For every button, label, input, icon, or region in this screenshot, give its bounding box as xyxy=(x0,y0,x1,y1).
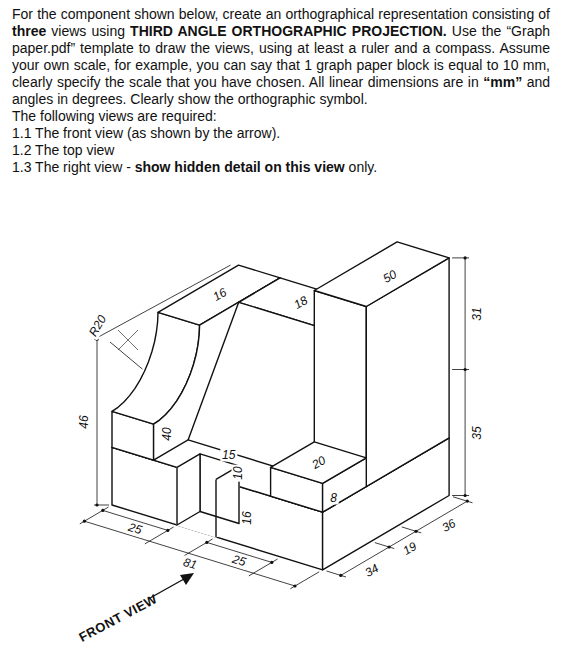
bold-text: THIRD ANGLE ORTHOGRAPHIC PROJECTION. xyxy=(130,23,447,39)
bold-text: “mm” xyxy=(483,74,522,90)
notch-cut xyxy=(177,454,200,525)
construction-line xyxy=(118,330,138,350)
dimension-tick xyxy=(270,561,273,564)
dimension-line xyxy=(465,258,466,496)
body-text: 1.1 The front view (as shown by the arro… xyxy=(12,125,280,141)
extension-line xyxy=(94,265,231,339)
view-arrowhead xyxy=(180,573,194,585)
dimension-value: 40 xyxy=(161,425,174,442)
paragraph: 1.3 The right view - show hidden detail … xyxy=(12,159,550,176)
paragraph: The following views are required: xyxy=(12,108,550,125)
body-text: views using xyxy=(51,23,125,39)
dimension-value: 34 xyxy=(361,561,383,581)
dimension-value: 35 xyxy=(471,424,484,441)
paragraph: 1.2 The top view xyxy=(12,142,550,159)
extension-line xyxy=(453,497,473,503)
body-text: only. xyxy=(349,159,378,175)
notch-edge xyxy=(215,479,216,537)
body-text: For the component shown below, create an… xyxy=(12,6,550,22)
dimension-value: 36 xyxy=(438,516,460,536)
view-label: FRONT VIEW xyxy=(75,591,161,645)
right-block xyxy=(314,242,449,307)
dimension-value: 15 xyxy=(220,448,237,461)
notch-side-face xyxy=(177,454,200,525)
dimension-tick xyxy=(83,520,86,523)
dimension-value: 10 xyxy=(231,464,244,481)
dimension-value: 25 xyxy=(125,521,145,539)
construction-line xyxy=(118,330,138,350)
dimension-value: 19 xyxy=(399,539,421,559)
bold-text: show hidden detail on this view xyxy=(135,159,345,175)
dimension-value: 16 xyxy=(241,509,254,526)
dimension-tick xyxy=(205,541,208,544)
body-text: 1.2 The top view xyxy=(12,142,114,158)
dimension-value: 81 xyxy=(179,555,199,573)
leader-line xyxy=(110,342,142,369)
dimension-value: 8 xyxy=(328,491,339,504)
extension-line xyxy=(94,505,109,506)
instruction-text: For the component shown below, create an… xyxy=(0,0,564,176)
dimension-tick xyxy=(293,584,296,587)
dimension-value: 46 xyxy=(78,414,91,431)
dimension-line xyxy=(84,521,295,586)
dimension-value: 31 xyxy=(471,305,484,322)
dimension-value: R20 xyxy=(86,311,110,340)
paragraph: 1.1 The front view (as shown by the arro… xyxy=(12,125,550,142)
dimension-tick xyxy=(101,509,104,512)
body-text: The following views are required: xyxy=(12,108,217,124)
body-text: 1.3 The right view - xyxy=(12,159,131,175)
dimension-value: 25 xyxy=(229,553,249,571)
dimension-tick xyxy=(166,529,169,532)
extension-line xyxy=(80,507,109,524)
dimension-line xyxy=(97,339,98,505)
paragraph: For the component shown below, create an… xyxy=(12,6,550,108)
front-step xyxy=(271,442,367,484)
bold-text: three xyxy=(12,23,46,39)
extension-line xyxy=(290,572,319,589)
dimension-line xyxy=(341,501,468,575)
